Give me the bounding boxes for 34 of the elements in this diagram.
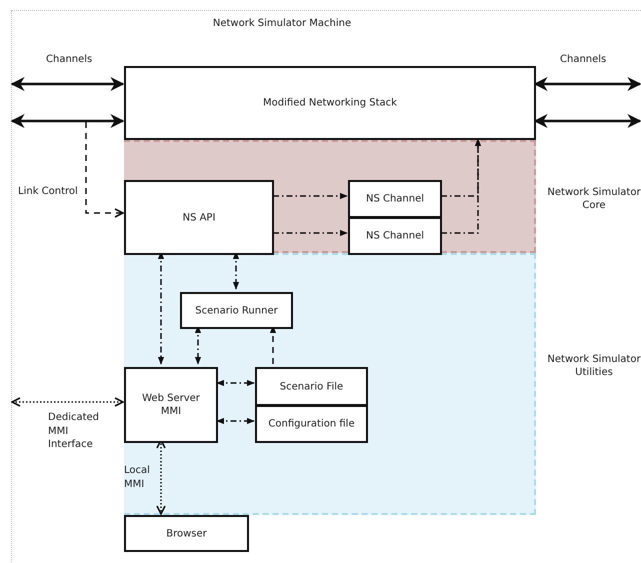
box-label: NS Channel bbox=[366, 230, 424, 242]
arrow bbox=[85, 122, 124, 218]
box-label: Web Server MMI bbox=[141, 392, 201, 418]
arrow bbox=[11, 397, 124, 407]
group-label: Network Simulator Machine bbox=[212, 17, 352, 30]
arrow bbox=[216, 380, 255, 386]
box-label: Configuration file bbox=[268, 418, 355, 430]
group-label: Network Simulator Core bbox=[546, 186, 641, 212]
process-box bbox=[124, 180, 274, 255]
machine-frame bbox=[11, 10, 641, 563]
arrow bbox=[10, 114, 124, 128]
arrow bbox=[273, 230, 348, 236]
box-label: Scenario File bbox=[280, 380, 344, 393]
process-box bbox=[124, 66, 536, 140]
arrow bbox=[534, 114, 641, 128]
process-box bbox=[348, 217, 442, 255]
arrow bbox=[273, 192, 348, 200]
process-box bbox=[255, 367, 368, 406]
arrow bbox=[441, 138, 482, 234]
process-box bbox=[124, 515, 249, 552]
edge-label: Local MMI bbox=[124, 464, 151, 491]
box-label: NS API bbox=[182, 211, 216, 224]
box-label: Browser bbox=[166, 527, 207, 540]
arrow bbox=[216, 418, 255, 424]
box-label: NS Channel bbox=[366, 192, 424, 206]
arrow bbox=[10, 77, 124, 91]
box-label: Scenario Runner bbox=[195, 304, 278, 317]
process-box bbox=[180, 292, 293, 329]
process-box bbox=[255, 405, 368, 443]
box-label: Modified Networking Stack bbox=[263, 96, 397, 110]
group-label: Network Simulator Utilities bbox=[546, 353, 641, 379]
process-box bbox=[124, 367, 218, 443]
process-box bbox=[348, 180, 442, 218]
arrow bbox=[534, 77, 641, 91]
